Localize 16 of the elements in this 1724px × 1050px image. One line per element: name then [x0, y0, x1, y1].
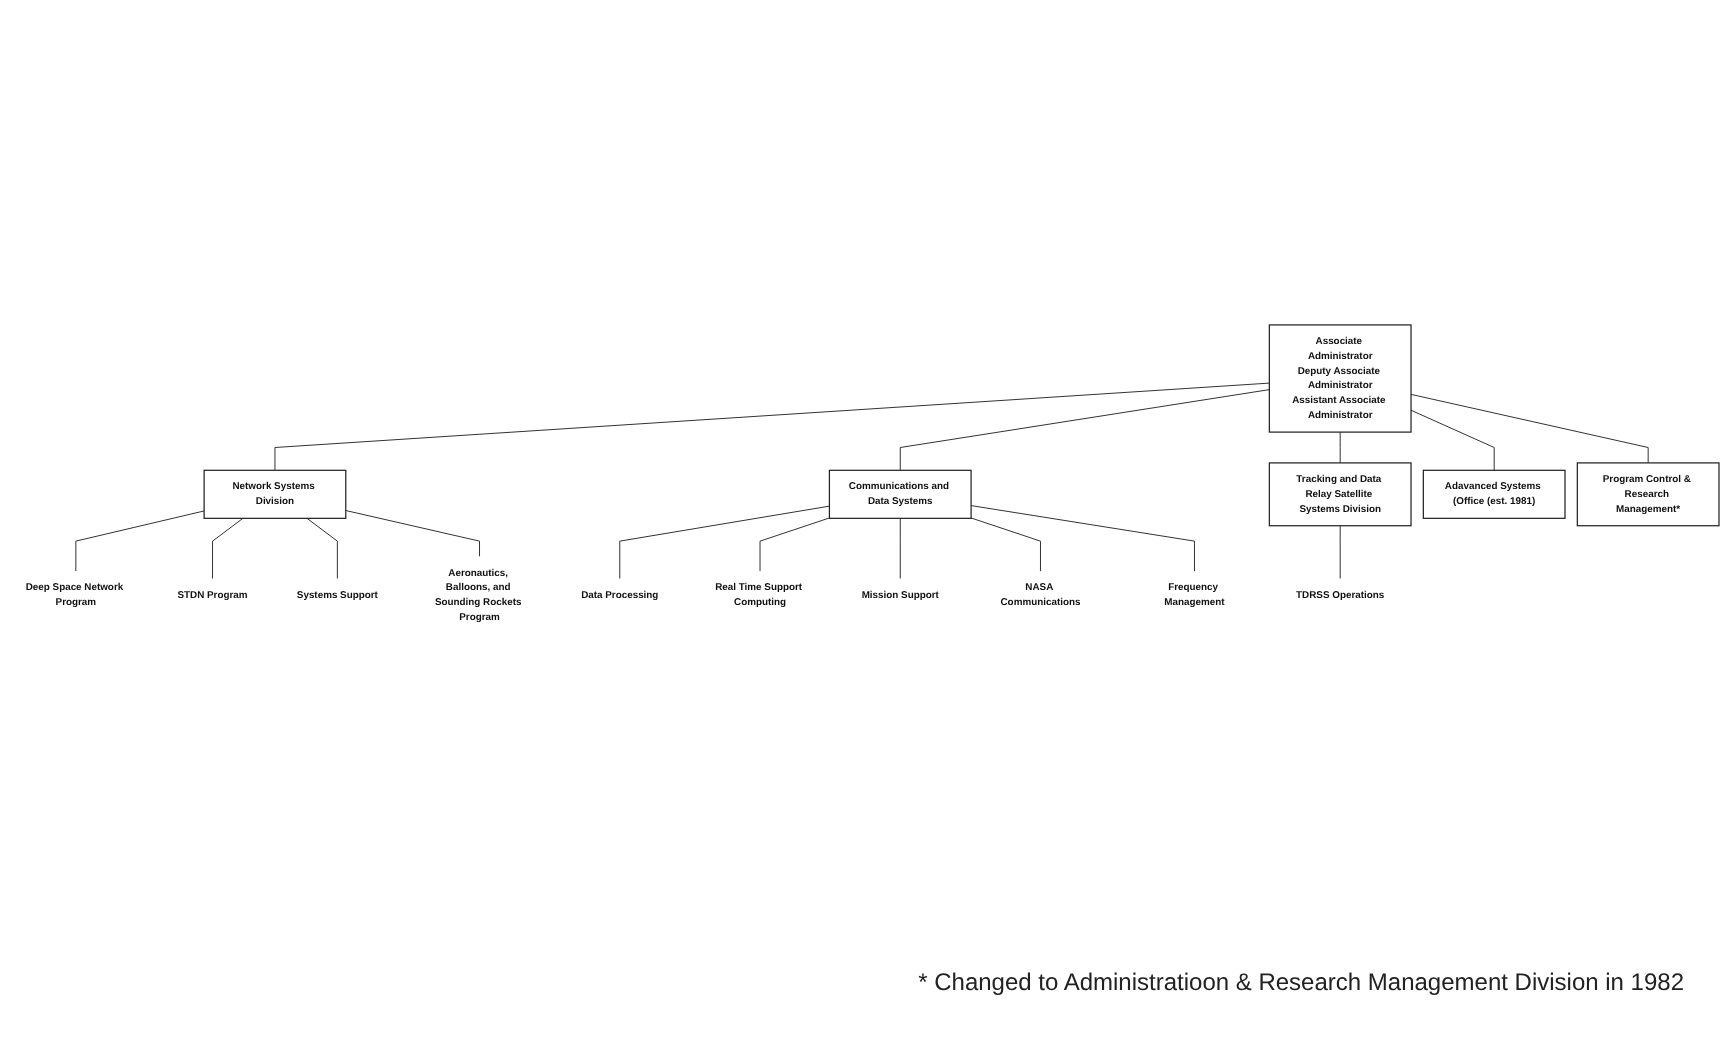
connector [899, 389, 1270, 472]
connector [274, 383, 1270, 472]
connector [619, 506, 830, 580]
connector [345, 510, 480, 558]
connector [899, 518, 901, 580]
connector [1410, 394, 1649, 464]
connector [1339, 525, 1341, 580]
connector [75, 511, 205, 573]
footnote-text: * Changed to Administratioon & Research Management Division in 1982 [916, 966, 1686, 1000]
connector [970, 505, 1195, 573]
connector [759, 517, 830, 573]
connector [306, 518, 338, 580]
connector [970, 517, 1041, 573]
connector [212, 518, 244, 580]
connector [1339, 432, 1341, 464]
connector [1410, 410, 1495, 472]
